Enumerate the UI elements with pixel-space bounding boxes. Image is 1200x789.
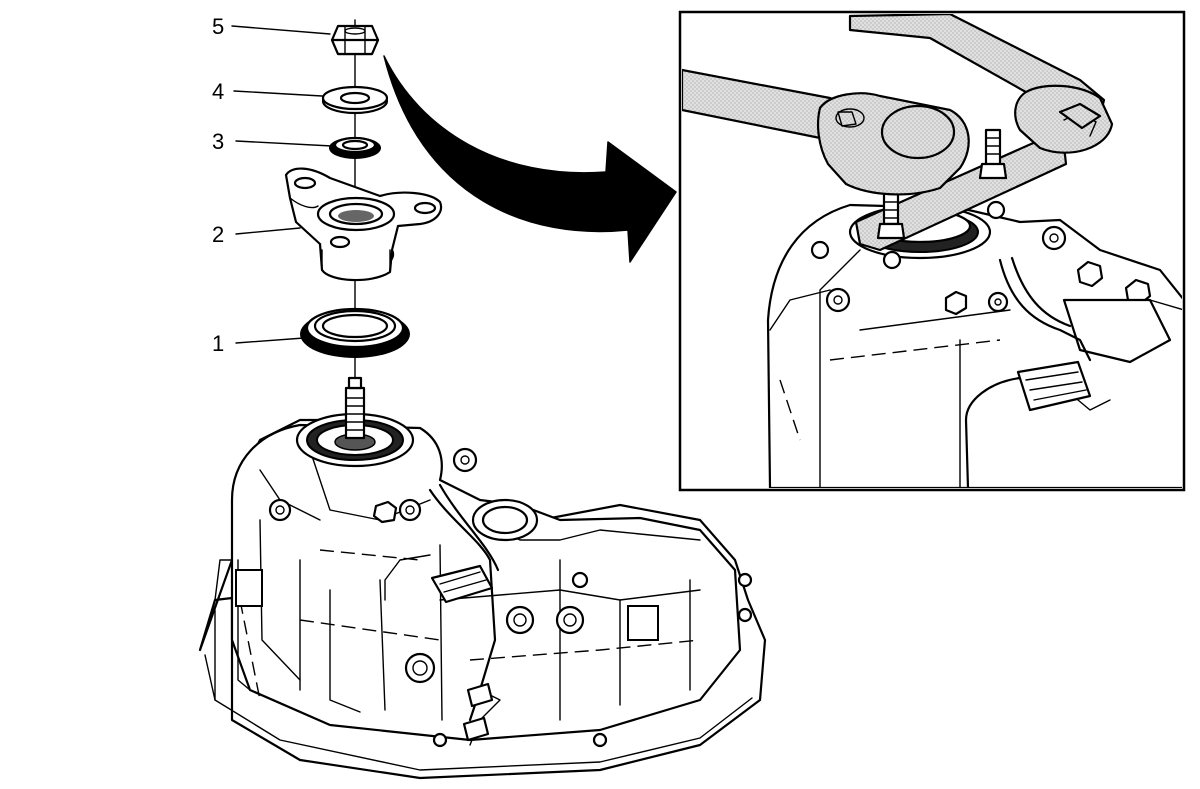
callout-label-4: 4 (212, 79, 224, 104)
callout-leaders (231, 25, 333, 344)
part-4-washer (321, 85, 389, 115)
callout-label-3: 3 (212, 129, 224, 154)
callout-label-5: 5 (212, 14, 224, 39)
inset-detail-panel (678, 10, 1186, 492)
part-5-nut (330, 24, 380, 56)
callout-labels: 5 4 3 2 1 (212, 14, 224, 356)
part-1-seal (300, 307, 410, 358)
callout-label-1: 1 (212, 331, 224, 356)
exploded-parts (284, 19, 443, 379)
transmission-case (198, 376, 767, 780)
part-3-seal (329, 136, 381, 159)
curved-arrow-icon (383, 55, 677, 263)
callout-label-2: 2 (212, 222, 224, 247)
part-2-flange (284, 167, 443, 282)
